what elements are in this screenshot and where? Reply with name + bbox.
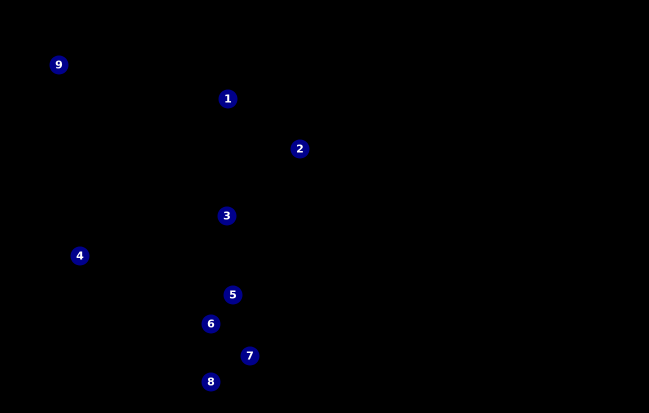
numbered-marker-5[interactable]: 5 xyxy=(223,285,243,305)
numbered-marker-1[interactable]: 1 xyxy=(218,89,238,109)
numbered-marker-8[interactable]: 8 xyxy=(201,372,221,392)
numbered-marker-4[interactable]: 4 xyxy=(70,246,90,266)
numbered-marker-9[interactable]: 9 xyxy=(49,55,69,75)
numbered-marker-6[interactable]: 6 xyxy=(201,314,221,334)
numbered-marker-3[interactable]: 3 xyxy=(217,206,237,226)
numbered-marker-7[interactable]: 7 xyxy=(240,346,260,366)
numbered-marker-2[interactable]: 2 xyxy=(290,139,310,159)
